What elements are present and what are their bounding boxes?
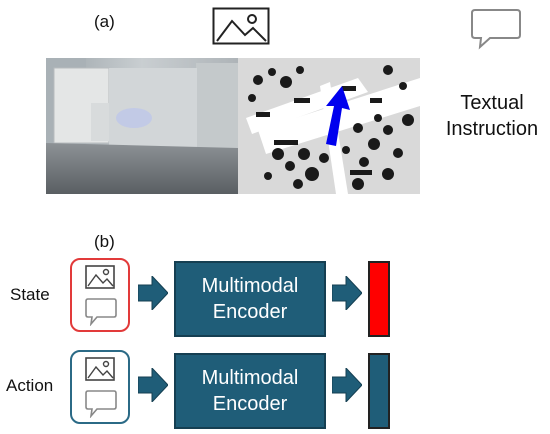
state-multimodal-encoder: Multimodal Encoder	[174, 261, 326, 337]
occupancy-map-image	[238, 58, 420, 194]
state-input-box	[70, 258, 130, 332]
speech-bubble-icon	[470, 8, 522, 55]
action-multimodal-encoder: Multimodal Encoder	[174, 353, 326, 429]
state-row-label: State	[10, 285, 50, 304]
action-input-arrow	[138, 368, 168, 402]
speech-bubble-icon	[85, 390, 117, 423]
action-embedding-output	[368, 353, 390, 429]
action-input-box	[70, 350, 130, 424]
state-embedding-output	[368, 261, 390, 337]
image-icon	[85, 265, 115, 294]
action-row-label: Action	[6, 376, 54, 395]
panel-a-label: (a)	[94, 12, 115, 31]
state-input-arrow	[138, 276, 168, 310]
panel-b-label: (b)	[94, 232, 115, 251]
action-output-arrow	[332, 368, 362, 402]
image-icon	[85, 357, 115, 386]
textual-instruction-label: Textual Instruction	[445, 92, 539, 140]
state-output-arrow	[332, 276, 362, 310]
image-icon	[212, 7, 270, 50]
camera-view-image	[46, 58, 238, 194]
speech-bubble-icon	[85, 298, 117, 331]
